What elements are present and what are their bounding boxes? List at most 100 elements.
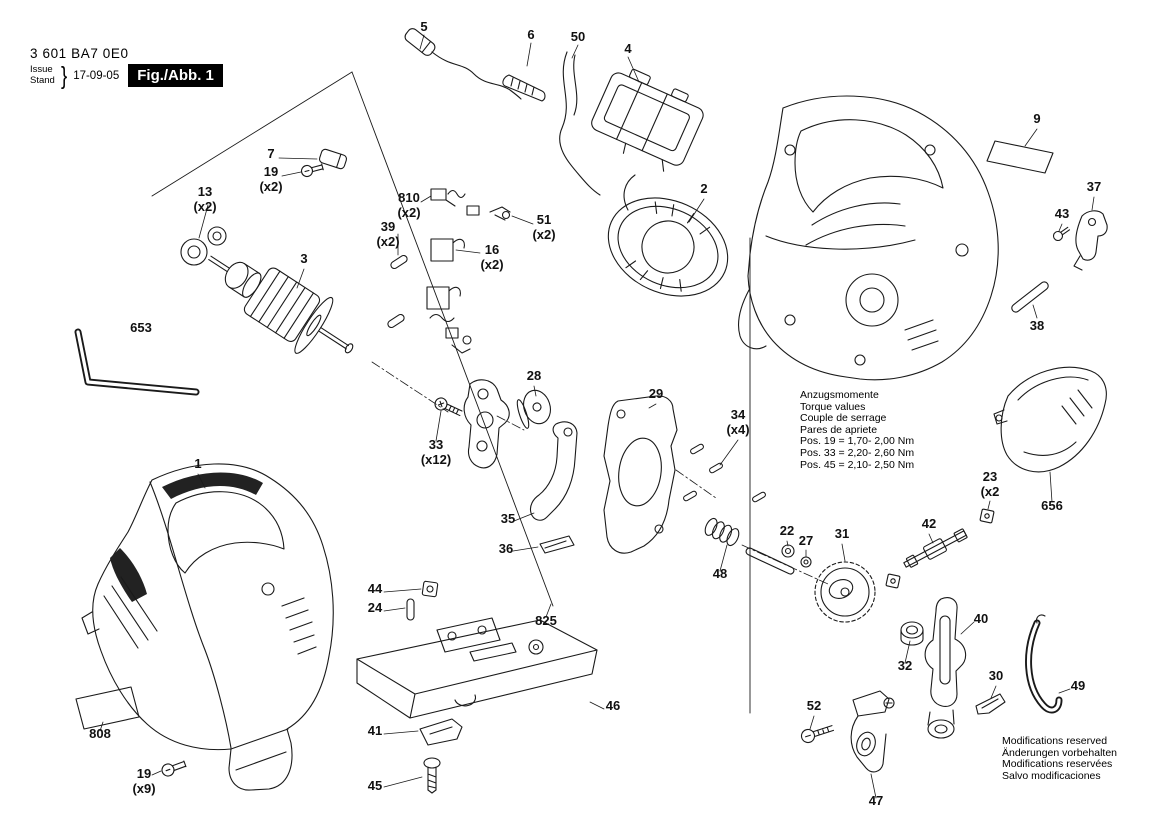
part-illustration-bushing-32 bbox=[900, 621, 924, 646]
part-label-808: 808 bbox=[89, 726, 111, 741]
part-label-656: 656 bbox=[1041, 498, 1063, 513]
part-label-19b: 19 bbox=[137, 766, 151, 781]
part-illustration-screw-52 bbox=[800, 725, 835, 744]
part-label-19a: 19 bbox=[264, 164, 278, 179]
figure-label: Fig./Abb. 1 bbox=[128, 64, 223, 87]
part-label-45: 45 bbox=[368, 778, 382, 793]
part-illustration-guard-41 bbox=[419, 718, 463, 746]
part-label-6: 6 bbox=[527, 27, 534, 42]
part-illustration-spring-48 bbox=[704, 517, 795, 575]
part-qty-810: (x2) bbox=[397, 205, 420, 220]
part-illustration-brush-holder-810 bbox=[430, 188, 480, 216]
torque-value-3: Pos. 45 = 2,10- 2,50 Nm bbox=[800, 458, 915, 471]
torque-title-fr: Couple de serrage bbox=[800, 412, 887, 425]
part-illustration-pin-24 bbox=[406, 598, 415, 621]
part-label-37: 37 bbox=[1087, 179, 1101, 194]
part-label-46: 46 bbox=[606, 698, 620, 713]
title-block: 3 601 BA7 0E0 Issue Stand } 17-09-05 Fig… bbox=[30, 46, 223, 90]
modifications-en: Modifications reserved bbox=[1002, 735, 1108, 747]
part-label-43: 43 bbox=[1055, 206, 1069, 221]
part-illustration-washer-22 bbox=[781, 544, 795, 558]
part-illustration-nuts-23 bbox=[885, 508, 995, 589]
part-label-47: 47 bbox=[869, 793, 883, 808]
part-label-36: 36 bbox=[499, 541, 513, 556]
part-label-29: 29 bbox=[649, 386, 663, 401]
part-illustration-screw-19a bbox=[300, 163, 324, 178]
part-illustration-guide-bracket bbox=[463, 379, 510, 469]
part-label-7: 7 bbox=[267, 146, 274, 161]
part-illustration-pins-39 bbox=[387, 254, 408, 329]
torque-value-2: Pos. 33 = 2,20- 2,60 Nm bbox=[800, 446, 915, 459]
part-label-825: 825 bbox=[535, 613, 557, 628]
part-illustration-nut-44 bbox=[421, 580, 439, 598]
part-illustration-switch bbox=[591, 68, 704, 172]
part-qty-16: (x2) bbox=[480, 257, 503, 272]
part-illustration-shaft-42 bbox=[903, 528, 968, 568]
modifications-de: Änderungen vorbehalten bbox=[1002, 746, 1118, 759]
torque-value-1: Pos. 19 = 1,70- 2,00 Nm bbox=[800, 435, 915, 448]
part-label-32: 32 bbox=[898, 658, 912, 673]
part-label-31: 31 bbox=[835, 526, 849, 541]
part-qty-19a: (x2) bbox=[259, 179, 282, 194]
part-qty-51: (x2) bbox=[532, 227, 555, 242]
part-label-22: 22 bbox=[780, 523, 794, 538]
part-illustration-bracket-37 bbox=[1073, 210, 1108, 271]
part-illustration-lever-35 bbox=[529, 421, 578, 521]
part-illustration-counterweight-40 bbox=[924, 597, 967, 739]
part-illustration-housing-half bbox=[738, 95, 999, 381]
part-label-13: 13 bbox=[198, 184, 212, 199]
torque-note: Anzugsmomente Torque values Couple de se… bbox=[800, 389, 915, 471]
part-illustration-cord bbox=[404, 28, 522, 100]
part-label-50: 50 bbox=[571, 29, 585, 44]
part-illustration-pins-34 bbox=[683, 443, 766, 503]
part-illustration-cover-656 bbox=[993, 366, 1107, 473]
part-illustration-pin-7 bbox=[318, 148, 348, 170]
part-label-33: 33 bbox=[429, 437, 443, 452]
issue-stand-labels: Issue Stand bbox=[30, 64, 55, 86]
part-label-27: 27 bbox=[799, 533, 813, 548]
part-label-49: 49 bbox=[1071, 678, 1085, 693]
part-qty-33: (x12) bbox=[421, 452, 451, 467]
part-illustration-spring-49 bbox=[1025, 614, 1063, 714]
part-label-39: 39 bbox=[381, 219, 395, 234]
part-label-51: 51 bbox=[537, 212, 551, 227]
part-illustration-screw-43 bbox=[1052, 226, 1071, 242]
stand-label: Stand bbox=[30, 74, 55, 86]
part-illustration-armature bbox=[208, 255, 354, 354]
part-label-34: 34 bbox=[731, 407, 746, 422]
part-label-23: 23 bbox=[983, 469, 997, 484]
part-label-48: 48 bbox=[713, 566, 727, 581]
part-illustration-gear-31 bbox=[814, 561, 876, 623]
part-illustration-cord-guard bbox=[502, 74, 546, 102]
issue-date: 17-09-05 bbox=[73, 69, 120, 82]
part-label-2: 2 bbox=[700, 181, 707, 196]
part-illustration-clip-51 bbox=[489, 206, 511, 221]
torque-title-en: Torque values bbox=[800, 400, 866, 413]
leader-lines bbox=[99, 34, 1095, 799]
part-illustration-roller-lever-47 bbox=[850, 690, 895, 773]
part-illustration-carbon-brushes-16 bbox=[426, 238, 472, 354]
part-label-35: 35 bbox=[501, 511, 515, 526]
part-qty-19b: (x9) bbox=[132, 781, 155, 796]
brace-glyph: } bbox=[60, 61, 68, 90]
modifications-fr: Modifications reservées bbox=[1002, 758, 1113, 771]
axis-lines bbox=[371, 361, 829, 585]
part-qty-23: (x2 bbox=[981, 484, 1000, 499]
part-illustration-screw-45 bbox=[423, 757, 441, 794]
part-illustration-bearings-13 bbox=[180, 226, 227, 266]
part-label-1: 1 bbox=[194, 456, 201, 471]
modifications-note: Modifications reserved Änderungen vorbeh… bbox=[1002, 735, 1118, 782]
part-label-38: 38 bbox=[1030, 318, 1044, 333]
part-qty-39: (x2) bbox=[376, 234, 399, 249]
part-illustration-shim-36 bbox=[539, 535, 575, 554]
part-illustration-allen-key bbox=[74, 328, 200, 396]
part-label-41: 41 bbox=[368, 723, 382, 738]
part-label-24: 24 bbox=[368, 600, 383, 615]
torque-title-de: Anzugsmomente bbox=[800, 389, 879, 401]
construction-lines bbox=[151, 71, 751, 714]
part-illustration-rod-38 bbox=[1011, 281, 1049, 313]
part-label-44: 44 bbox=[368, 581, 383, 596]
part-illustration-screw-33 bbox=[434, 397, 463, 417]
part-label-9: 9 bbox=[1033, 111, 1040, 126]
